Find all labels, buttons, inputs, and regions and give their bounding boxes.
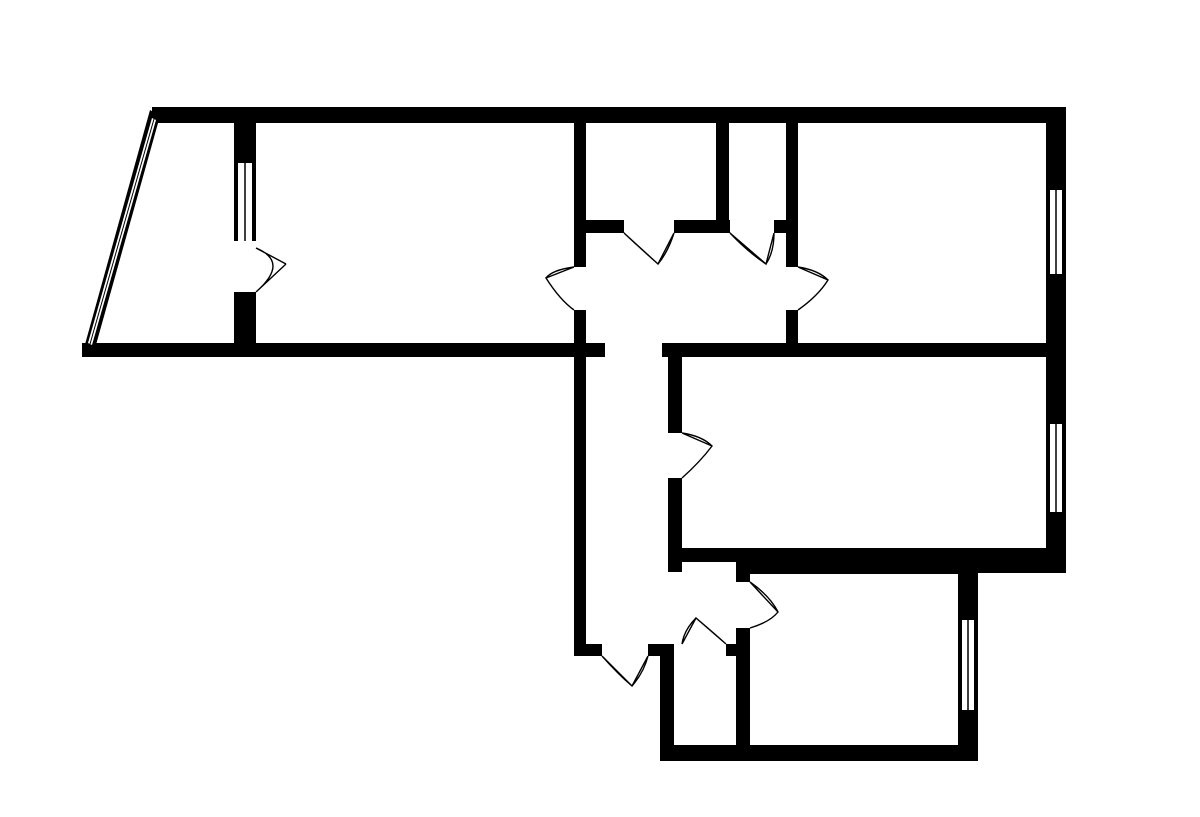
wall-corridor-bottom-right [726, 644, 750, 656]
room-bedroom-middle [682, 357, 1046, 548]
doors [255, 232, 830, 688]
window-living-balcony [234, 163, 256, 241]
door-living-room [544, 266, 575, 311]
wall-bedroom-upper-bottom [662, 343, 1066, 357]
wall-corridor-bottom-mid [648, 644, 674, 656]
wall-living-bottom [82, 343, 605, 357]
wall-corridor-bottom-left [574, 644, 602, 656]
wall-storage-left [660, 648, 674, 761]
walls [82, 107, 1066, 761]
room-living-room [256, 123, 574, 343]
wall-corridor-left-upper [574, 107, 586, 267]
window-kitchen [958, 620, 978, 710]
room-kitchen [750, 574, 958, 745]
wall-balcony-divider-lower [234, 292, 256, 352]
room-bathroom [586, 123, 716, 220]
wall-bedroom-middle-bottom [668, 548, 1066, 562]
windows [84, 110, 1066, 710]
window-bedroom-middle [1046, 424, 1066, 512]
wall-toilet-bedroom [786, 107, 798, 267]
door-toilet [729, 232, 775, 266]
room-bedroom-upper [798, 123, 1046, 343]
wall-top-exterior [152, 107, 1066, 123]
wall-bath-toilet [716, 107, 729, 233]
wall-balcony-divider-upper [234, 107, 256, 163]
wall-storage-kitchen [736, 628, 750, 761]
window-bedroom-upper [1046, 190, 1066, 274]
door-bedroom-upper [797, 266, 830, 311]
wall-corridor-left-lower [574, 343, 586, 656]
wall-kitchen-top [736, 562, 978, 574]
door-entrance [601, 655, 649, 688]
door-storage [681, 616, 727, 645]
room-corridor [586, 233, 668, 644]
room-toilet [729, 123, 786, 220]
wall-bedroom-middle-left-upper [668, 343, 682, 433]
door-balcony [255, 247, 287, 293]
door-bedroom-middle [681, 432, 714, 479]
wall-bottom-exterior [660, 745, 978, 761]
door-bathroom [623, 232, 675, 266]
wall-bath-bottom-left [574, 220, 624, 233]
room-storage [674, 656, 736, 745]
window-balcony-glazing [84, 110, 160, 352]
door-kitchen [749, 581, 779, 629]
